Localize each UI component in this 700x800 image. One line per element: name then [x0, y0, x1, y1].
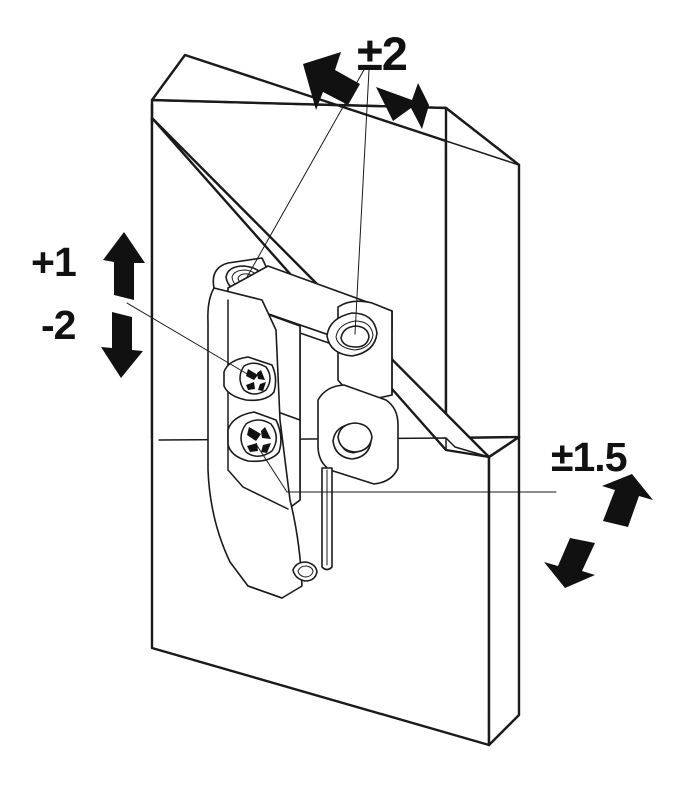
- height-arrow-up: [103, 232, 145, 300]
- height-arrow-down: [101, 312, 143, 378]
- label-side-adjustment: ±1.5: [551, 434, 627, 480]
- depth-arrow-up-left: [303, 52, 360, 110]
- label-height-negative: -2: [41, 302, 76, 348]
- label-depth-adjustment: ±2: [357, 27, 408, 80]
- side-arrow-down-left: [544, 538, 595, 588]
- label-height-positive: +1: [31, 239, 77, 285]
- hinge-pivot-pin: [321, 467, 333, 571]
- height-adjustment-screw: [239, 362, 271, 395]
- side-arrow-up-right: [602, 474, 653, 527]
- side-adjustment-screw: [240, 419, 277, 457]
- depth-arrow-down-right: [376, 83, 429, 129]
